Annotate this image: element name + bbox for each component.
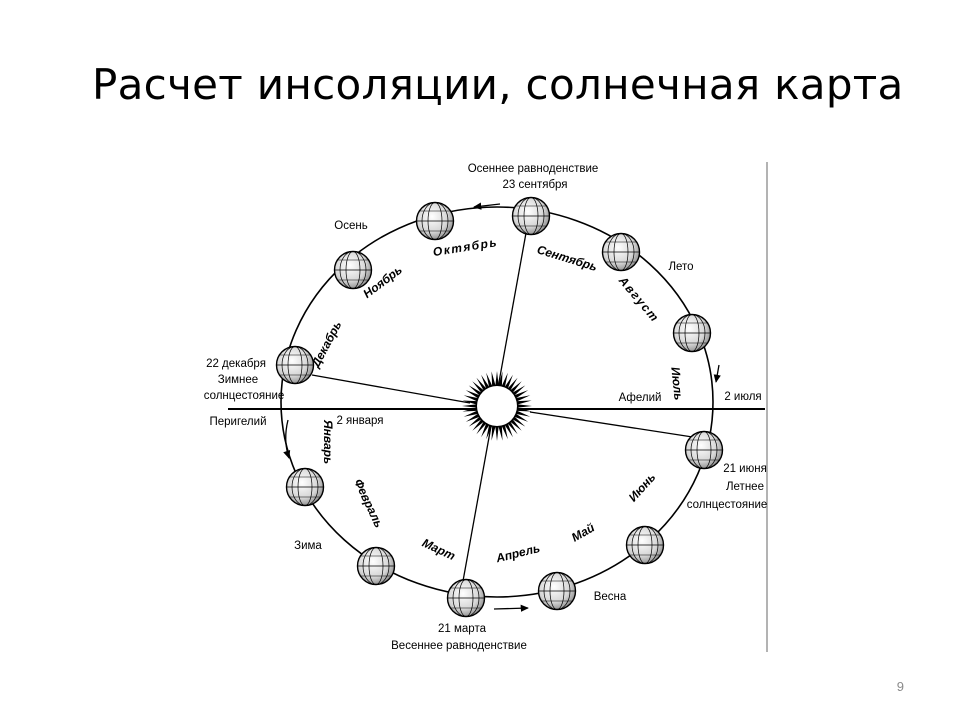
globe-icon [285,467,325,507]
globe-icon [625,525,665,565]
sun-icon [462,371,532,441]
winter-solstice-date: 22 декабря [206,358,266,370]
summer-solstice-label: Летнее [726,481,764,493]
globe-icon [415,201,455,241]
globe-icon [672,313,712,353]
season-summer: Лето [668,261,693,273]
month-june: Июнь [626,470,659,504]
globe-icon [333,250,373,290]
summer-solstice-label-2: солнцестояние [687,499,768,511]
solstice-line-winter [311,374,471,404]
page-number: 9 [896,679,904,694]
direction-arrow [493,604,529,612]
aphelion-label: Афелий [619,392,662,404]
globe-icon [601,232,641,272]
month-january: Январь [321,419,335,464]
month-august: Август [615,273,662,325]
season-spring: Весна [594,591,627,603]
globe-icon [537,571,577,611]
direction-arrow [713,364,721,383]
perihelion-label: Перигелий [210,416,267,428]
month-april: Апрель [494,541,542,566]
month-may: Май [569,520,597,545]
winter-solstice-label: Зимнее [218,374,258,386]
month-december: Декабрь [308,319,344,371]
solstice-line-summer [529,411,700,439]
direction-arrow [283,419,291,459]
month-september: Сентябрь [535,242,599,274]
autumn-equinox-date: 23 сентября [502,179,567,191]
globe-icon [446,578,486,618]
autumn-equinox-label: Осеннее равноденствие [468,163,599,175]
aphelion-date: 2 июля [724,391,761,403]
globe-icon [684,430,724,470]
globe-icon [356,546,396,586]
season-winter: Зима [294,540,322,552]
spring-equinox-label: Весеннее равноденствие [391,640,527,652]
month-february: Февраль [351,477,386,530]
perihelion-date: 2 января [336,415,383,427]
winter-solstice-label-2: солнцестояние [204,390,285,402]
slide-title: Расчет инсоляции, солнечная карта [92,60,904,109]
globe-icon [511,196,551,236]
month-july: Июль [668,366,685,401]
month-march: Март [420,536,458,564]
summer-solstice-date: 21 июня [723,463,767,475]
direction-arrow [473,202,501,210]
globe-icon [275,345,315,385]
season-autumn: Осень [334,220,367,232]
orbit [280,206,714,598]
spring-equinox-date: 21 марта [438,623,487,635]
